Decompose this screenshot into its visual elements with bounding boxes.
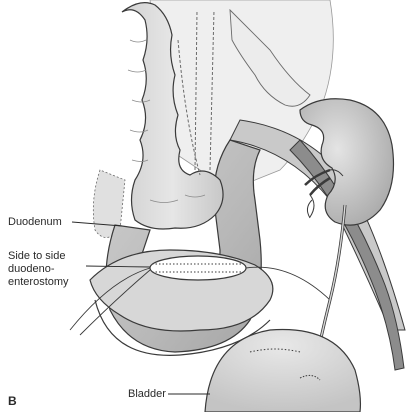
anastomosis-label-line3: enterostomy	[8, 275, 69, 289]
anastomosis-label-line2: duodeno-	[8, 262, 55, 276]
vessel-stub	[307, 195, 314, 218]
duodenum-label: Duodenum	[8, 215, 62, 229]
bladder-label: Bladder	[128, 387, 166, 401]
panel-letter: B	[8, 394, 17, 408]
anastomosis-label-line1: Side to side	[8, 249, 65, 263]
anastomosis-opening	[150, 256, 246, 280]
bladder	[205, 330, 360, 413]
